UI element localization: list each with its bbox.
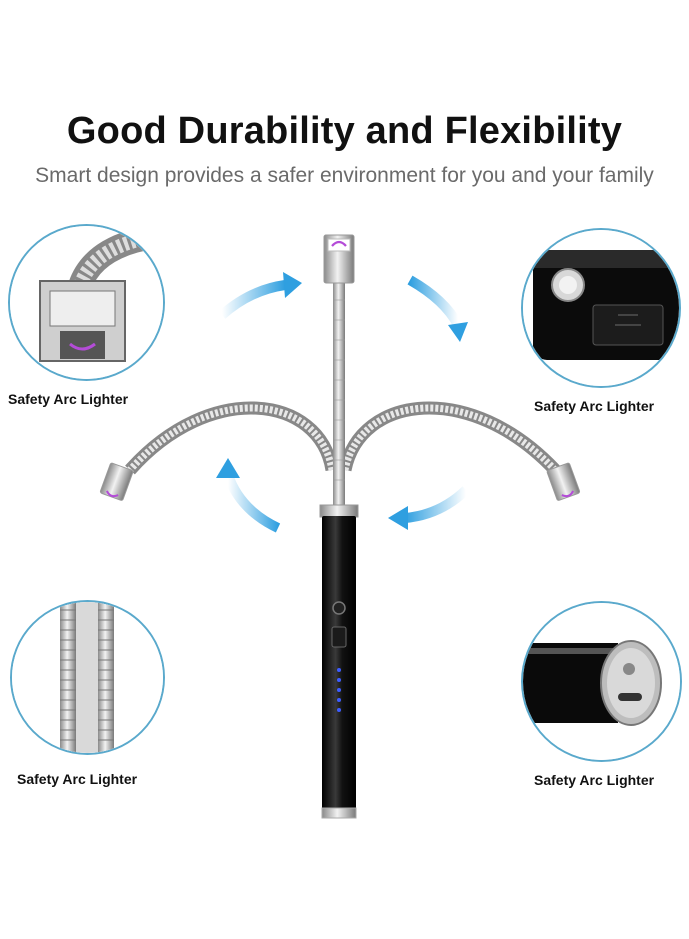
center-neck [333, 283, 345, 508]
detail-circle-port [521, 601, 682, 762]
right-neck [338, 401, 560, 475]
caption-top-right: Safety Arc Lighter [534, 398, 655, 414]
left-tip [99, 462, 134, 501]
caption-bottom-left: Safety Arc Lighter [17, 771, 138, 787]
ignite-switch [331, 626, 347, 648]
page-title: Good Durability and Flexibility [66, 110, 623, 152]
switch-closeup [523, 230, 679, 386]
arrow-bottom-right [388, 486, 470, 530]
flexible-neck-closeup [12, 602, 163, 753]
detail-circle-tip [8, 224, 165, 381]
detail-circle-switch [521, 228, 681, 388]
reset-icon [623, 663, 635, 675]
arrow-top-right [407, 275, 468, 342]
power-button [332, 601, 346, 615]
right-tip [546, 462, 581, 501]
detail-circle-neck [10, 600, 165, 755]
page-subtitle: Smart design provides a safer environmen… [35, 164, 654, 187]
arrow-top-left [218, 272, 302, 319]
battery-indicator [337, 668, 341, 712]
usb-c-port-icon [618, 693, 642, 701]
left-neck [125, 401, 339, 475]
top-tip [323, 234, 355, 284]
arrow-bottom-left [216, 458, 281, 533]
caption-bottom-right: Safety Arc Lighter [534, 772, 655, 788]
lighter-body [322, 516, 356, 812]
caption-top-left: Safety Arc Lighter [8, 391, 129, 407]
arc-tip-closeup [10, 226, 163, 379]
usb-port-closeup [523, 603, 680, 760]
